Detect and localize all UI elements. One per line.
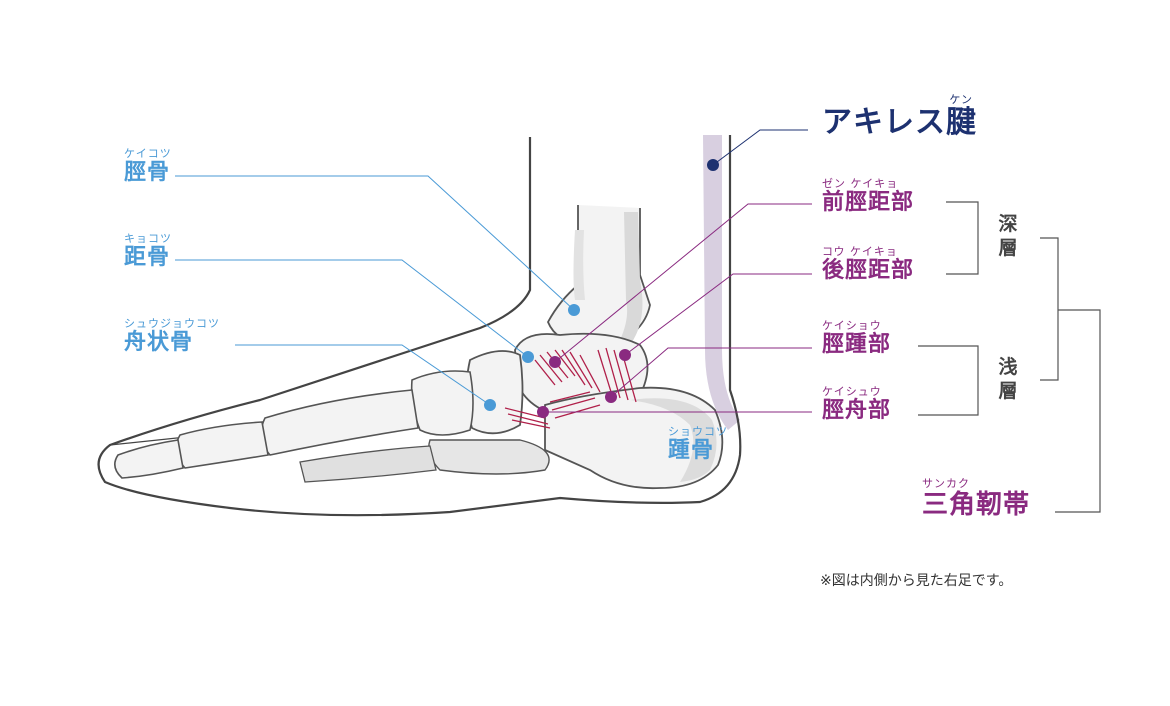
tibionavicular-label: ケイシュウ 脛舟部 <box>822 386 891 422</box>
calcaneus-label: ショウコツ 踵骨 <box>668 426 728 462</box>
anterior-tibiotalar-label: ゼン ケイキョ 前脛距部 <box>822 178 914 214</box>
posterior-tibiotalar-label: コウ ケイキョ 後脛距部 <box>822 246 914 282</box>
anterior-tibiotalar-ruby: ゼン ケイキョ <box>822 177 899 190</box>
talus-name: 距骨 <box>124 245 171 270</box>
deltoid-ruby: サンカク <box>922 477 970 490</box>
ligament-leader-lines <box>543 203 812 413</box>
tibiocalcaneal-ruby: ケイショウ <box>822 319 882 332</box>
tibia-name: 脛骨 <box>124 160 171 185</box>
achilles-name: アキレス腱 <box>822 105 977 140</box>
posterior-tibiotalar-name: 後脛距部 <box>822 258 915 283</box>
tibiocalcaneal-name: 脛踵部 <box>822 332 892 357</box>
phalanx-bone <box>175 421 269 469</box>
deep-layer-label: 深層 <box>998 213 1018 259</box>
calcaneus-name: 踵骨 <box>668 438 715 463</box>
achilles-label: ケン アキレス腱 <box>822 94 977 138</box>
tibia-label: ケイコツ 脛骨 <box>124 148 172 184</box>
calcaneus-ruby: ショウコツ <box>668 425 728 438</box>
metatarsal-bone <box>260 389 419 456</box>
cuneiform-bone <box>410 370 474 436</box>
navicular-label: シュウジョウコツ 舟状骨 <box>124 318 220 354</box>
tibia-ruby: ケイコツ <box>124 147 172 160</box>
group-brackets <box>918 201 1101 513</box>
talus-label: キョコツ 距骨 <box>124 233 172 269</box>
ligament-dots <box>537 349 631 418</box>
deltoid-label: サンカク 三角靭帯 <box>922 478 1030 518</box>
ligament-fibers <box>504 347 637 429</box>
anterior-tibiotalar-name: 前脛距部 <box>822 190 915 215</box>
tibionavicular-ruby: ケイシュウ <box>822 385 882 398</box>
achilles-dot <box>707 159 719 171</box>
navicular-ruby: シュウジョウコツ <box>124 317 220 330</box>
tibiocalcaneal-label: ケイショウ 脛踵部 <box>822 320 891 356</box>
superficial-layer-label: 浅層 <box>998 356 1018 402</box>
posterior-tibiotalar-ruby: コウ ケイキョ <box>822 245 898 258</box>
deltoid-name: 三角靭帯 <box>922 490 1031 520</box>
achilles-ruby: ケン <box>949 93 973 106</box>
achilles-leader-line <box>712 129 808 166</box>
navicular-name: 舟状骨 <box>124 330 194 355</box>
foot-outline <box>97 135 742 517</box>
bone-dots <box>484 304 580 411</box>
tibionavicular-name: 脛舟部 <box>822 398 892 423</box>
bone-leader-lines <box>175 175 575 406</box>
footnote: ※図は内側から見た右足です。 <box>820 573 1013 589</box>
talus-ruby: キョコツ <box>124 232 172 245</box>
